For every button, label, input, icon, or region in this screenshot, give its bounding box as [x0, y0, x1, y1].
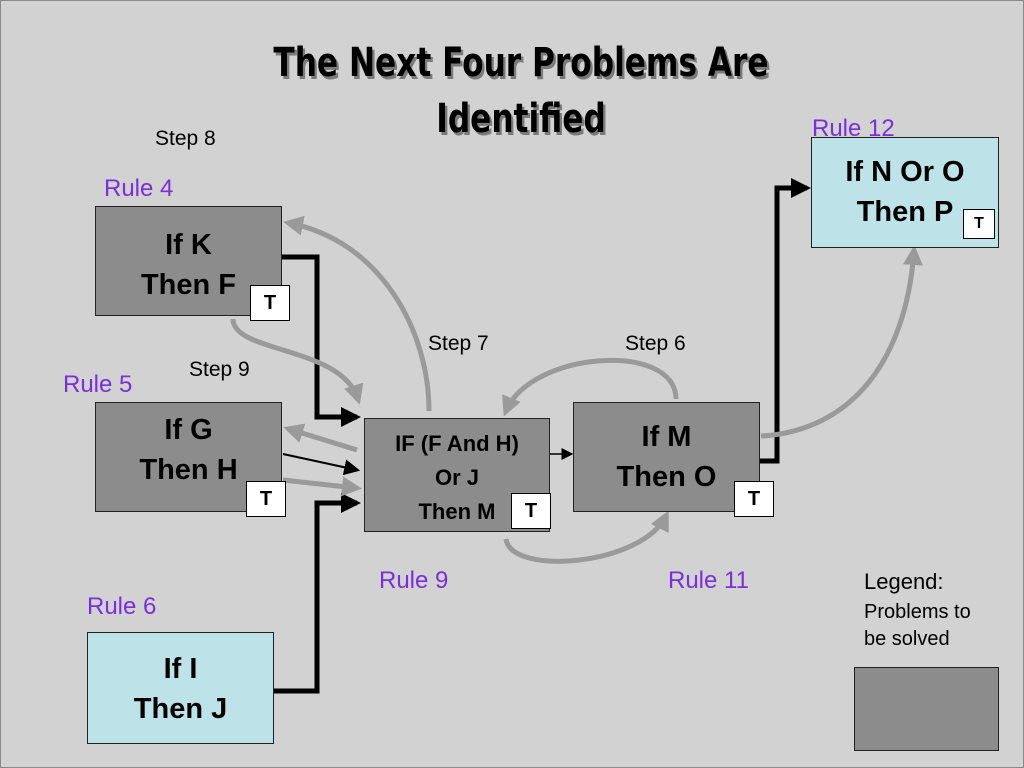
rule5-label: Rule 5: [63, 371, 133, 398]
step7-arrow: [503, 510, 669, 564]
rule9-text: IF (F And H) Or J Then M: [395, 431, 519, 524]
rule11-badge: T: [734, 481, 774, 517]
rule12-badge: T: [963, 209, 995, 239]
rule11-label: Rule 11: [668, 567, 749, 594]
rule12-text: If N Or O Then P: [845, 156, 965, 228]
rule5-to-rule9-gray-arrow: [282, 476, 362, 497]
rule4-text: If K Then F: [140, 229, 237, 301]
rule5-text: If G Then H: [139, 414, 238, 486]
legend-description: Problems to be solved: [864, 601, 971, 650]
connector-rule4-to-rule9: [282, 254, 361, 427]
step6-label: Step 6: [625, 332, 686, 355]
step9-label: Step 9: [189, 358, 250, 381]
connector-rule6-to-rule9: [274, 493, 361, 694]
step8-arrow: [283, 215, 432, 412]
rule11-text: If M Then O: [616, 421, 717, 493]
rule4-label: Rule 4: [104, 175, 174, 202]
rule11-to-rule12-gray-arrow: [760, 245, 923, 439]
rule6-box: If I Then J: [87, 632, 274, 744]
title-line-1: The Next Four Problems Are: [273, 40, 769, 86]
step7-label: Step 7: [428, 332, 489, 355]
legend-title: Legend:: [864, 569, 944, 594]
rule9-to-rule5-arrow: [283, 423, 358, 453]
rule5-badge: T: [246, 481, 286, 517]
connector-rule11-to-rule12: [760, 178, 811, 464]
legend-swatch: [854, 667, 999, 751]
connector-rule5-to-rule9: [282, 453, 361, 476]
rule9-badge: T: [511, 493, 551, 529]
rule11-box: If M Then O: [573, 402, 760, 512]
rule4-badge: T: [250, 285, 290, 321]
slide-title: The Next Four Problems Are Identified: [271, 35, 770, 147]
step9-arrow: [230, 318, 364, 405]
rule6-label: Rule 6: [87, 593, 157, 620]
rule9-label: Rule 9: [379, 567, 449, 594]
rule6-text: If I Then J: [133, 653, 228, 725]
title-line-2: Identified: [436, 96, 606, 142]
step6-arrow: [502, 357, 679, 417]
step8-label: Step 8: [155, 127, 216, 150]
